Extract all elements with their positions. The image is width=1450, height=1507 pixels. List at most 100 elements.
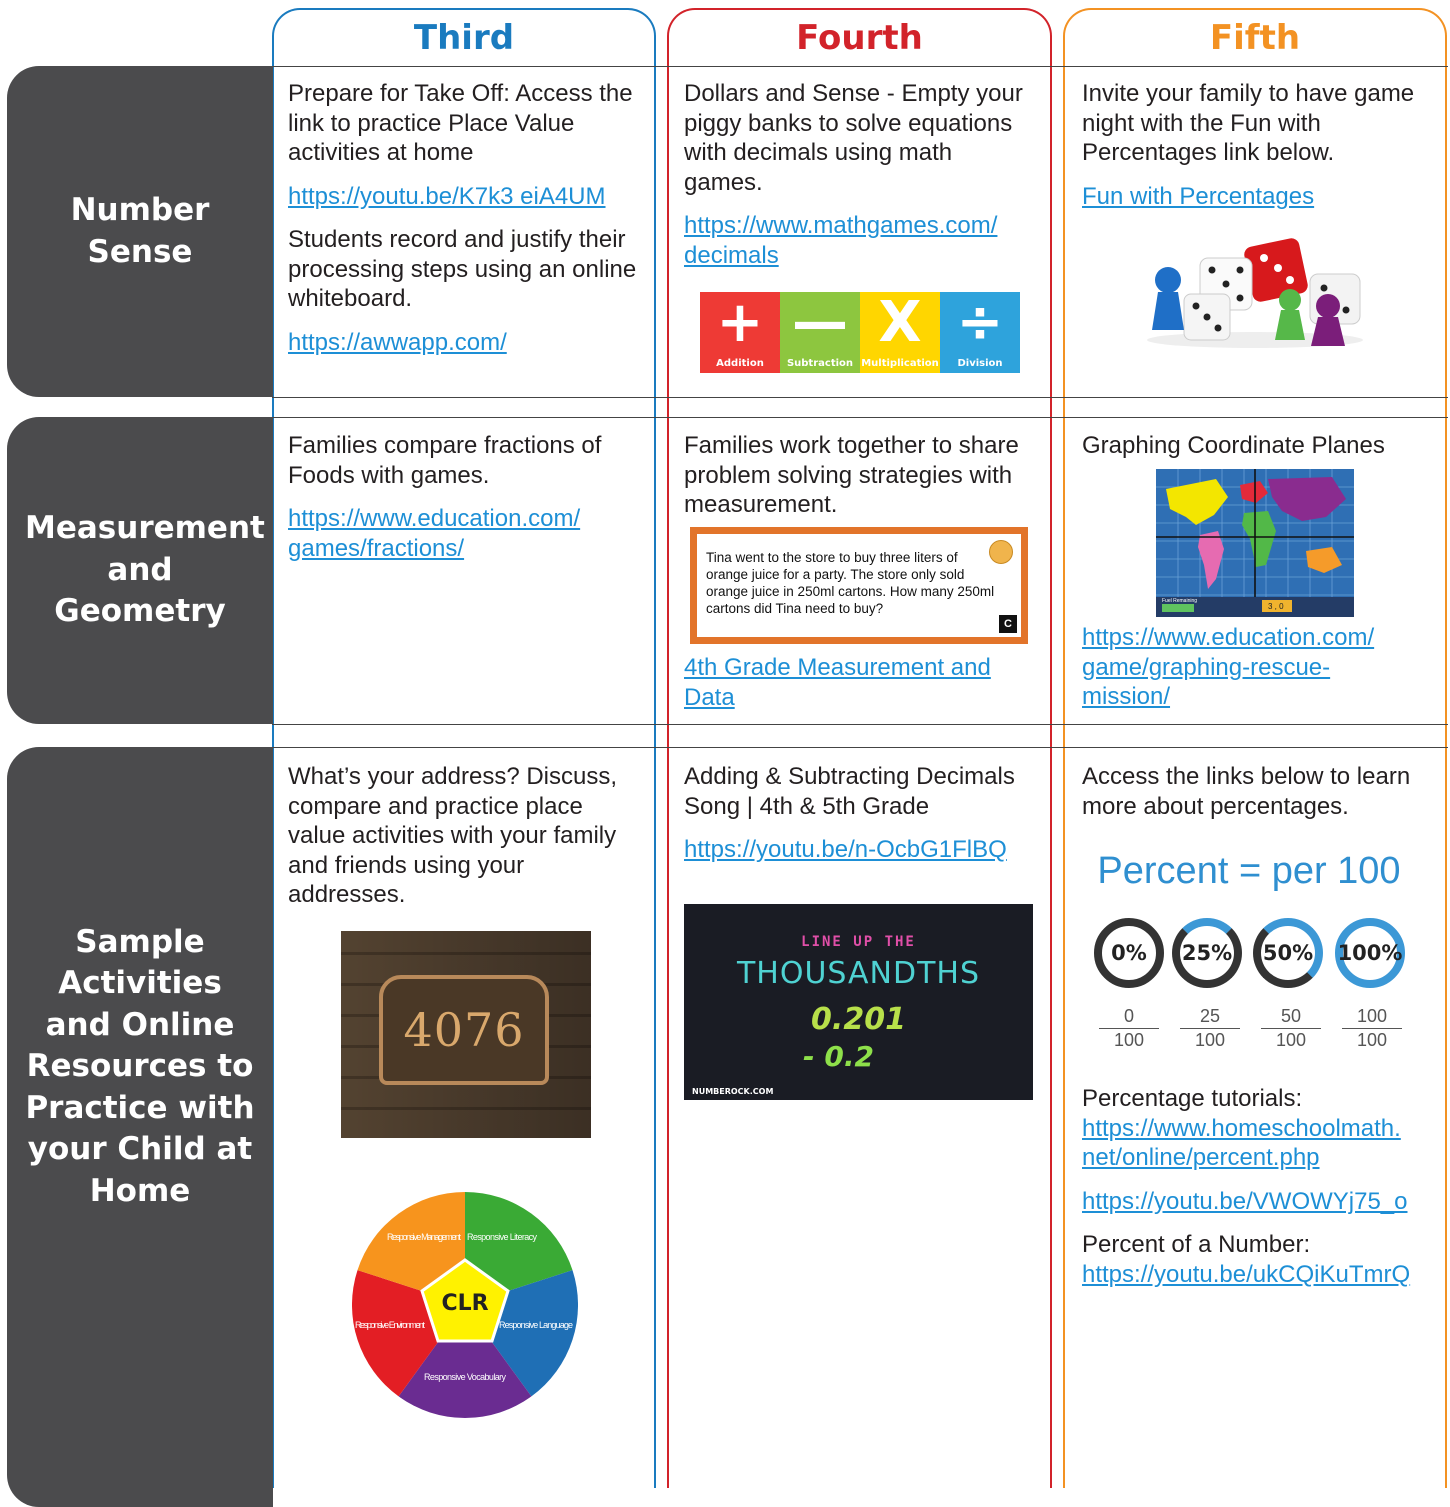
cell-sample-fifth-links: Percentage tutorials: https://www.homesc…: [1082, 1084, 1438, 1303]
row-divider: [272, 724, 1448, 725]
video-title-line: THOUSANDTHS: [736, 956, 981, 991]
cell-sample-fifth: Access the links below to learn more abo…: [1082, 762, 1434, 835]
resource-link[interactable]: https://www.homeschoolmath. net/online/p…: [1082, 1114, 1401, 1172]
video-thumbnail[interactable]: LINE UP THE THOUSANDTHS 0.201 - 0.2 NUMB…: [684, 904, 1033, 1100]
activity-text: Families work together to share problem …: [684, 432, 1019, 518]
fraction-numerator: 50: [1261, 1005, 1321, 1029]
percent-circle-50: 50%: [1253, 918, 1323, 988]
wheel-segment-label: Responsive Vocabulary: [424, 1372, 507, 1382]
fraction-denominator: 100: [1356, 1030, 1388, 1050]
plus-icon: +: [716, 290, 764, 355]
activity-text: Graphing Coordinate Planes: [1082, 432, 1385, 459]
activity-text: Adding & Subtracting Decimals Song | 4th…: [684, 763, 1015, 820]
column-frame-third: [272, 8, 656, 1488]
video-title-line: - 0.2: [803, 1040, 874, 1073]
activity-text: What’s your address? Discuss, compare an…: [288, 763, 618, 908]
resource-link[interactable]: https://youtu.be/ukCQiKuTmrQ: [1082, 1260, 1411, 1288]
percent-circle-100: 100%: [1335, 918, 1405, 988]
column-frame-fifth: [1063, 8, 1447, 1488]
cell-number-sense-fifth: Invite your family to have game night wi…: [1082, 79, 1434, 225]
cell-measurement-fourth: Families work together to share problem …: [684, 431, 1036, 534]
cell-measurement-fourth-link: 4th Grade Measurement and Data: [684, 653, 1036, 726]
wheel-segment-label: Responsive Environment: [355, 1320, 425, 1330]
activity-text: Dollars and Sense - Empty your piggy ban…: [684, 80, 1023, 196]
fraction-numerator: 25: [1180, 1005, 1240, 1029]
row-label-sample-activities: Sample Activities and Online Resources t…: [7, 747, 273, 1507]
video-title-line: LINE UP THE: [801, 934, 916, 950]
divide-icon: ÷: [956, 290, 1004, 355]
cell-sample-third: What’s your address? Discuss, compare an…: [288, 762, 640, 924]
fraction-denominator: 100: [1194, 1030, 1226, 1050]
wheel-segment-label: Responsive Literacy: [467, 1232, 538, 1242]
tile-label: Subtraction: [786, 358, 854, 369]
fraction-numerator: 0: [1099, 1005, 1159, 1029]
wheel-center-label: CLR: [441, 1291, 488, 1316]
resource-link[interactable]: https://awwapp.com/: [288, 328, 507, 356]
cell-number-sense-third: Prepare for Take Off: Access the link to…: [288, 79, 640, 371]
column-frame-fourth: [667, 8, 1052, 1488]
operation-tile-addition: + Addition: [700, 292, 780, 373]
row-divider: [272, 417, 1448, 418]
row-label-text: Number Sense: [70, 192, 210, 270]
row-label-number-sense: Number Sense: [7, 66, 273, 397]
activity-text: Invite your family to have game night wi…: [1082, 80, 1415, 166]
card-badge: C: [999, 615, 1017, 633]
tile-label: Division: [957, 358, 1003, 369]
fraction-denominator: 100: [1113, 1030, 1145, 1050]
coordinate-readout: 3 , 0: [1268, 602, 1284, 611]
word-problem-text: Tina went to the store to buy three lite…: [706, 550, 995, 616]
resource-link[interactable]: 4th Grade Measurement and Data: [684, 654, 991, 711]
cell-number-sense-fourth: Dollars and Sense - Empty your piggy ban…: [684, 79, 1036, 284]
resource-link[interactable]: https://youtu.be/n-OcbG1FlBQ: [684, 836, 1007, 863]
wheel-segment-label: Responsive Language: [499, 1320, 573, 1330]
plaque-frame: 4076: [379, 975, 549, 1085]
resource-link[interactable]: https://youtu.be/VWOWYj75_o: [1082, 1187, 1408, 1215]
percent-circle-0: 0%: [1094, 918, 1164, 988]
activity-text: Percentage tutorials:: [1082, 1085, 1303, 1112]
column-header-fourth: Fourth: [796, 18, 923, 58]
clr-wheel-diagram: CLR Responsive Literacy Responsive Langu…: [352, 1192, 578, 1418]
resource-link[interactable]: https://www.education.com/ games/fractio…: [288, 505, 581, 562]
world-map-game-image: Fuel Remaining 3 , 0: [1156, 469, 1354, 617]
row-divider: [272, 747, 1448, 748]
wheel-segment-label: Responsive Management: [387, 1232, 461, 1242]
column-header-third: Third: [413, 18, 515, 58]
row-label-text: Measurement and Geometry: [25, 510, 265, 630]
minus-icon: —: [792, 290, 848, 355]
times-icon: X: [878, 290, 922, 355]
tile-label: Multiplication: [861, 358, 939, 369]
row-label-measurement: Measurement and Geometry: [7, 417, 273, 724]
activity-text: Prepare for Take Off: Access the link to…: [288, 80, 633, 166]
row-label-text: Sample Activities and Online Resources t…: [25, 923, 255, 1209]
percent-circle-25: 25%: [1172, 918, 1242, 988]
orange-icon: [989, 540, 1013, 564]
cell-measurement-fifth-link: https://www.education.com/ game/graphing…: [1082, 623, 1434, 726]
tile-label: Addition: [716, 358, 764, 369]
resource-link[interactable]: https://www.mathgames.com/ decimals: [684, 212, 998, 269]
column-header-fifth: Fifth: [1209, 18, 1301, 58]
percent-title: Percent = per 100: [1097, 850, 1401, 892]
row-divider: [272, 397, 1448, 398]
resource-link[interactable]: https://youtu.be/K7k3 eiA4UM: [288, 182, 606, 210]
activity-text: Percent of a Number:: [1082, 1231, 1311, 1258]
operation-tile-subtraction: — Subtraction: [780, 292, 860, 373]
fraction-denominator: 100: [1275, 1030, 1307, 1050]
activity-text: Access the links below to learn more abo…: [1082, 763, 1411, 820]
game-pieces-image: [1147, 238, 1363, 348]
resource-link[interactable]: Fun with Percentages: [1082, 182, 1315, 210]
cell-measurement-third: Families compare fractions of Foods with…: [288, 431, 640, 577]
word-problem-card: Tina went to the store to buy three lite…: [690, 527, 1028, 644]
address-number: 4076: [403, 1003, 525, 1057]
activity-text: Students record and justify their proces…: [288, 226, 637, 312]
video-brand: NUMBEROCK.COM: [692, 1087, 774, 1096]
resource-link[interactable]: https://www.education.com/ game/graphing…: [1082, 624, 1375, 710]
operation-tile-multiplication: X Multiplication: [860, 292, 940, 373]
fraction-numerator: 100: [1342, 1005, 1402, 1029]
address-plaque-image: 4076: [341, 931, 591, 1138]
activity-text: Families compare fractions of Foods with…: [288, 432, 602, 489]
cell-sample-fourth: Adding & Subtracting Decimals Song | 4th…: [684, 762, 1036, 879]
